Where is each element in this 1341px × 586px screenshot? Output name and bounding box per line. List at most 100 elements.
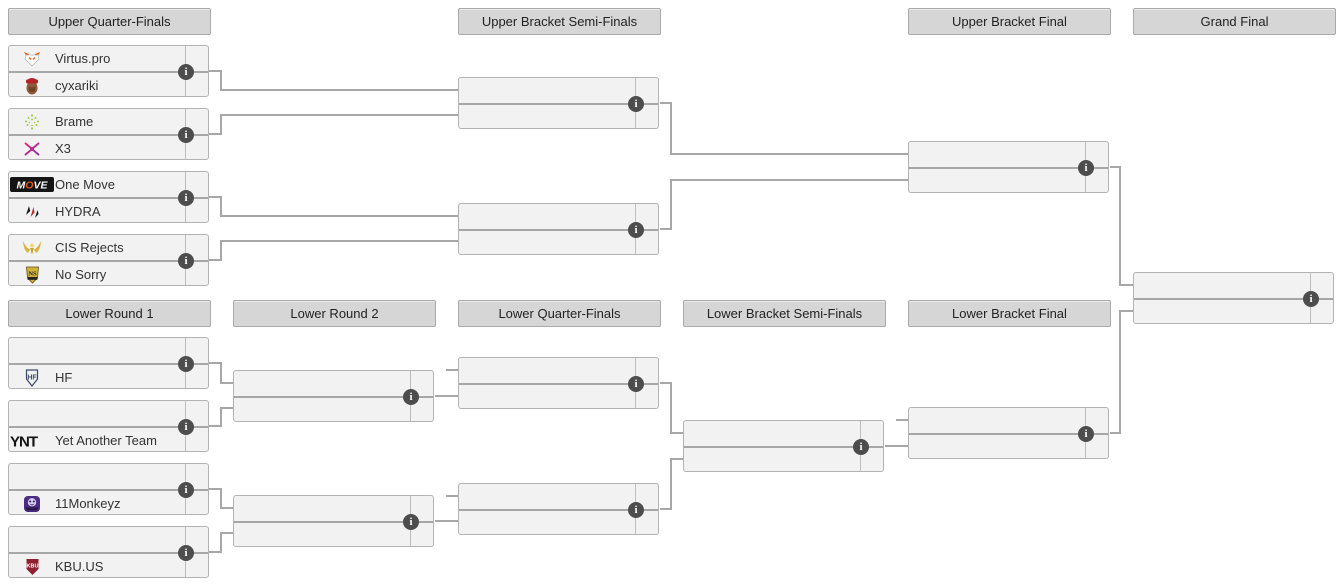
match-divider: [459, 509, 658, 511]
team-name: No Sorry: [55, 267, 107, 282]
team-name: Virtus.pro: [55, 51, 111, 66]
info-icon[interactable]: i: [178, 190, 194, 206]
bracket-connector: [220, 114, 458, 116]
info-icon[interactable]: i: [628, 222, 644, 238]
bracket-connector: [670, 458, 683, 460]
cis-rejects-icon: [9, 240, 55, 256]
team-name: Yet Another Team: [55, 433, 157, 448]
kbu-icon: KBU: [9, 558, 55, 576]
brame-icon: [9, 113, 55, 131]
match-divider: [9, 363, 208, 365]
team-slot[interactable]: X3: [9, 136, 208, 161]
team-slot[interactable]: MOVE One Move: [9, 172, 208, 197]
team-slot[interactable]: HF HF: [9, 365, 208, 390]
match-upper-sf-1: i: [458, 77, 659, 129]
bracket-connector: [220, 407, 233, 409]
info-icon[interactable]: i: [178, 545, 194, 561]
svg-text:HF: HF: [27, 374, 37, 381]
bracket-connector: [1119, 166, 1121, 286]
info-icon[interactable]: i: [628, 502, 644, 518]
header-lower-bracket-final: Lower Bracket Final: [908, 300, 1111, 327]
hf-icon: HF: [9, 368, 55, 387]
info-icon[interactable]: i: [1303, 291, 1319, 307]
info-icon[interactable]: i: [178, 356, 194, 372]
match-divider: [9, 134, 208, 136]
bracket-connector: [209, 488, 222, 490]
match-lower-r1-3: 11Monkeyz i: [8, 463, 209, 515]
bracket-connector: [209, 551, 222, 553]
info-icon[interactable]: i: [853, 439, 869, 455]
team-slot[interactable]: YNT Yet Another Team: [9, 428, 208, 453]
team-name: 11Monkeyz: [55, 496, 121, 511]
team-slot[interactable]: CIS Rejects: [9, 235, 208, 260]
team-slot: [459, 231, 658, 256]
info-icon[interactable]: i: [403, 389, 419, 405]
match-upper-bracket-final: i: [908, 141, 1109, 193]
11monkeyz-icon: [9, 495, 55, 513]
bracket-connector: [1110, 166, 1120, 168]
header-upper-bracket-final: Upper Bracket Final: [908, 8, 1111, 35]
team-slot: [459, 105, 658, 130]
svg-text:NS: NS: [28, 270, 37, 277]
match-divider: [909, 167, 1108, 169]
bracket-connector: [670, 432, 683, 434]
team-name: HF: [55, 370, 73, 385]
bracket-connector: [209, 70, 222, 72]
team-slot: [684, 448, 883, 473]
bracket-connector: [660, 382, 672, 384]
team-name: cyxariki: [55, 78, 99, 93]
header-upper-quarter-finals: Upper Quarter-Finals: [8, 8, 211, 35]
team-name: HYDRA: [55, 204, 101, 219]
match-divider: [9, 552, 208, 554]
bracket-connector: [220, 70, 222, 91]
info-icon[interactable]: i: [178, 127, 194, 143]
match-upper-sf-2: i: [458, 203, 659, 255]
info-icon[interactable]: i: [178, 253, 194, 269]
bracket-connector: [435, 520, 458, 522]
info-icon[interactable]: i: [1078, 426, 1094, 442]
match-divider: [1134, 298, 1333, 300]
team-slot[interactable]: NS No Sorry: [9, 262, 208, 287]
bracket-connector: [660, 508, 672, 510]
team-name: Brame: [55, 114, 94, 129]
team-slot[interactable]: 11Monkeyz: [9, 491, 208, 516]
bracket-connector: [220, 240, 458, 242]
match-divider: [9, 260, 208, 262]
info-icon[interactable]: i: [403, 514, 419, 530]
info-icon[interactable]: i: [1078, 160, 1094, 176]
info-icon[interactable]: i: [628, 96, 644, 112]
bracket-connector: [220, 382, 233, 384]
bracket-connector: [1110, 432, 1120, 434]
bracket-connector: [209, 362, 222, 364]
bracket-connector: [670, 382, 672, 434]
header-grand-final: Grand Final: [1133, 8, 1336, 35]
match-upper-qf-3: MOVE One Move HYDRA i: [8, 171, 209, 223]
team-name: CIS Rejects: [55, 240, 124, 255]
team-slot[interactable]: cyxariki: [9, 73, 208, 98]
info-icon[interactable]: i: [178, 64, 194, 80]
match-lower-r1-2: YNT Yet Another Team i: [8, 400, 209, 452]
bracket-connector: [220, 196, 222, 217]
team-slot[interactable]: KBU KBU.US: [9, 554, 208, 579]
team-slot[interactable]: HYDRA: [9, 199, 208, 224]
bracket-connector: [670, 102, 672, 155]
bracket-connector: [220, 507, 233, 509]
team-slot[interactable]: Virtus.pro: [9, 46, 208, 71]
match-lower-r2-1: i: [233, 370, 434, 422]
info-icon[interactable]: i: [178, 419, 194, 435]
team-slot[interactable]: Brame: [9, 109, 208, 134]
bracket-connector: [209, 196, 222, 198]
match-upper-qf-1: Virtus.pro cyxariki i: [8, 45, 209, 97]
match-divider: [234, 396, 433, 398]
info-icon[interactable]: i: [628, 376, 644, 392]
info-icon[interactable]: i: [178, 482, 194, 498]
team-slot: [234, 523, 433, 548]
match-lower-qf-1: i: [458, 357, 659, 409]
header-lower-quarter-finals: Lower Quarter-Finals: [458, 300, 661, 327]
team-slot: [234, 398, 433, 423]
match-lower-bracket-semi-final: i: [683, 420, 884, 472]
bracket-connector: [670, 179, 908, 181]
team-name: X3: [55, 141, 71, 156]
ynt-icon: YNT: [9, 433, 55, 449]
